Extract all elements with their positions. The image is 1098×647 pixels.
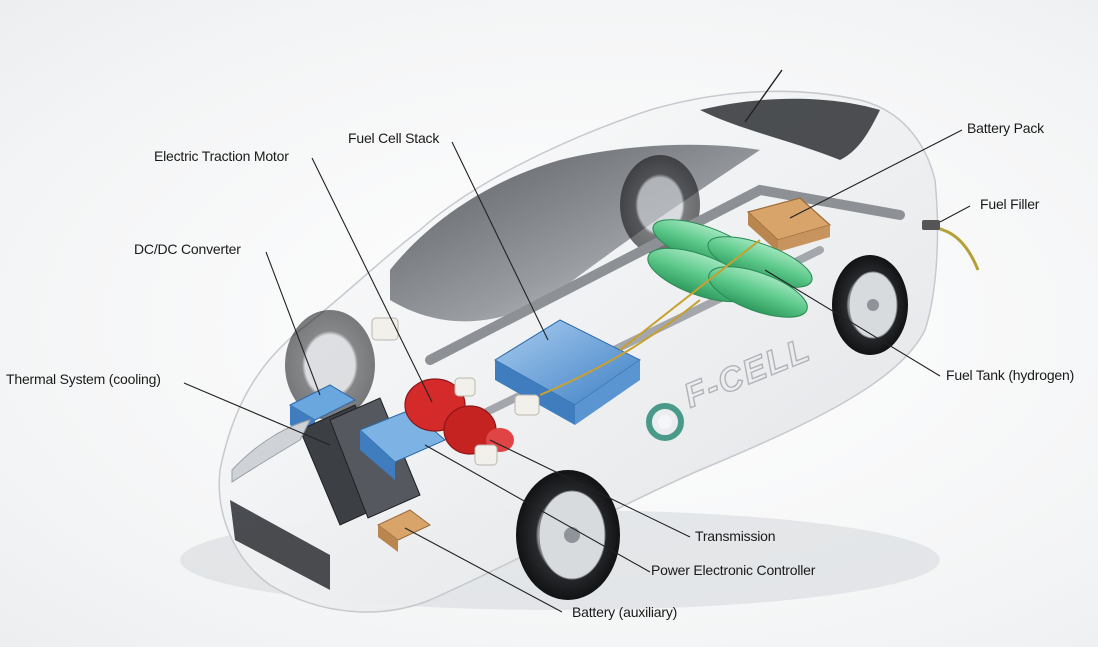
label-fuel-cell-stack: Fuel Cell Stack [348, 130, 440, 146]
leader-battery-aux [404, 527, 563, 613]
leader-dcdc [265, 251, 321, 396]
leader-fuel-tank [764, 269, 941, 377]
leader-power-electronics [424, 444, 651, 573]
label-fuel-filler: Fuel Filler [980, 196, 1040, 212]
rear-window [700, 98, 880, 160]
label-power-electronic-controller: Power Electronic Controller [651, 562, 816, 578]
label-transmission: Transmission [695, 528, 776, 544]
rear-wheel-near [832, 255, 908, 355]
leader-battery-pack [789, 129, 963, 219]
front-wheel-near [516, 470, 620, 600]
leader-thermal [183, 382, 331, 446]
label-thermal-system: Thermal System (cooling) [6, 371, 161, 387]
leader-fuel-cell-stack [451, 141, 549, 341]
front-wheel-far [285, 310, 375, 420]
leader-fuel-filler [939, 205, 971, 223]
leader-transmission [489, 439, 691, 538]
label-battery-pack: Battery Pack [967, 120, 1044, 136]
headlight [231, 419, 311, 483]
fuel-filler-part [922, 220, 980, 271]
electric-motor-part [404, 378, 514, 455]
fuel-cell-stack-part [494, 319, 641, 425]
label-electric-traction-motor: Electric Traction Motor [154, 148, 289, 164]
front-grille [230, 500, 330, 590]
leader-lines [183, 129, 971, 613]
hydrogen-line [539, 239, 761, 396]
label-fuel-tank: Fuel Tank (hydrogen) [946, 367, 1075, 383]
coolant-reservoirs [371, 317, 540, 466]
label-dcdc-converter: DC/DC Converter [134, 241, 241, 257]
hydrogen-tanks-part [647, 219, 813, 318]
leader-traction-motor [311, 157, 433, 403]
label-battery-auxiliary: Battery (auxiliary) [572, 604, 678, 620]
aux-battery-part [377, 509, 431, 552]
chassis-rail [425, 184, 905, 365]
fcell-logo [646, 403, 684, 441]
roof-antenna [744, 69, 783, 123]
